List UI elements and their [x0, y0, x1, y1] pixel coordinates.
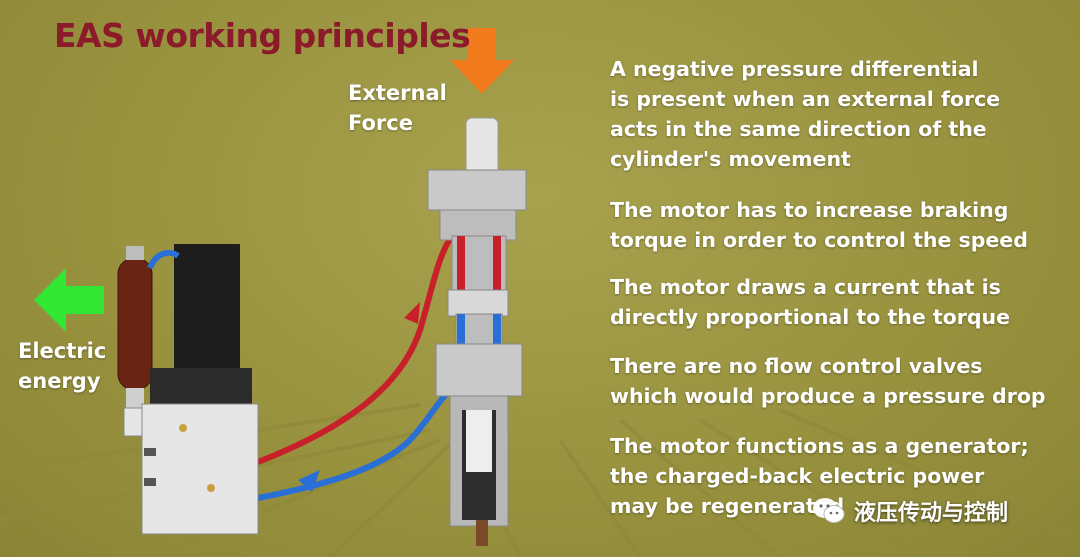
blue-line-arrow	[298, 470, 320, 492]
slide-title: EAS working principles	[54, 16, 471, 55]
principle-item: A negative pressure differential is pres…	[610, 54, 1070, 174]
principle-line: cylinder's movement	[610, 147, 851, 171]
principles-list: A negative pressure differential is pres…	[610, 54, 1070, 521]
principle-item: The motor draws a current that is direct…	[610, 272, 1070, 332]
external-force-arrow	[450, 28, 514, 94]
cylinder-assembly	[427, 117, 527, 546]
blue-hydraulic-line	[255, 389, 451, 501]
wechat-icon	[813, 498, 845, 523]
pump-unit	[117, 244, 259, 535]
watermark: 液压传动与控制	[812, 494, 1008, 528]
principle-line: acts in the same direction of the	[610, 117, 987, 141]
red-line-arrow	[404, 302, 420, 324]
principle-line: The motor functions as a generator;	[610, 434, 1029, 458]
external-force-label: External Force	[348, 78, 447, 138]
red-hydraulic-line	[255, 233, 455, 465]
principle-line: The motor draws a current that is	[610, 275, 1001, 299]
principle-line: directly proportional to the torque	[610, 305, 1011, 329]
electric-energy-label-line: Electric	[18, 339, 107, 363]
external-force-label-line: External	[348, 81, 447, 105]
principle-line: the charged-back electric power	[610, 464, 985, 488]
principle-item: The motor functions as a generator; the …	[610, 431, 1070, 521]
electric-energy-label-line: energy	[18, 369, 101, 393]
electric-energy-arrow	[34, 268, 104, 332]
principle-line: which would produce a pressure drop	[610, 384, 1046, 408]
external-force-label-line: Force	[348, 111, 413, 135]
principle-item: The motor has to increase braking torque…	[610, 195, 1070, 255]
principle-line: The motor has to increase braking	[610, 198, 1009, 222]
principle-line: There are no flow control valves	[610, 354, 983, 378]
principle-line: torque in order to control the speed	[610, 228, 1028, 252]
watermark-text: 液压传动与控制	[854, 501, 1009, 526]
principle-line: A negative pressure differential	[610, 57, 979, 81]
principle-line: may be regenerated	[610, 494, 845, 518]
principle-line: is present when an external force	[610, 87, 1001, 111]
electric-energy-label: Electric energy	[18, 336, 106, 396]
principle-item: There are no flow control valves which w…	[610, 351, 1070, 411]
